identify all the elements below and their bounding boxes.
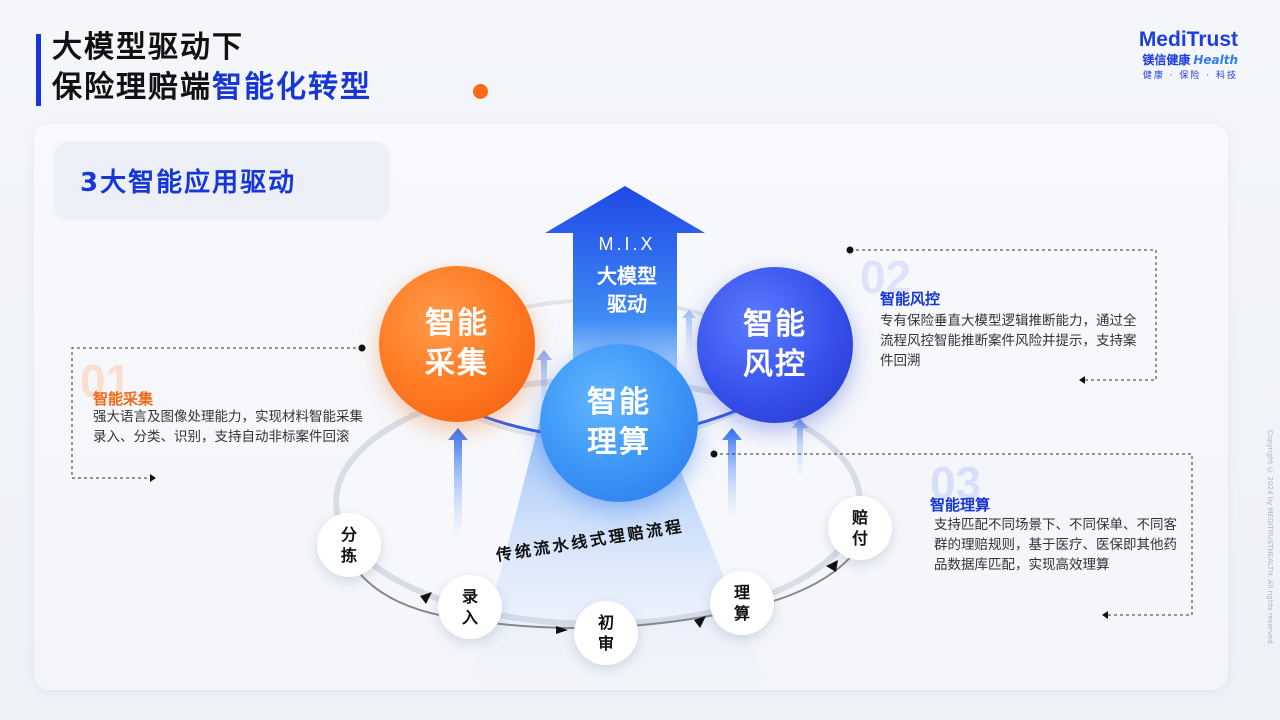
block-03-title: 智能理算 (930, 496, 991, 514)
flow-arrowhead-3 (694, 616, 706, 628)
process-step-entry: 录 入 (438, 575, 502, 639)
connector-02 (850, 249, 1157, 381)
circle-smart-collect: 智能 采集 (379, 266, 535, 422)
step-calc-line2: 算 (733, 604, 750, 623)
connector-01-dot (358, 344, 366, 352)
step-sort-line2: 拣 (340, 546, 357, 565)
title-prefix: 保险理赔端 (52, 70, 212, 105)
collect-line2: 采集 (425, 346, 489, 381)
process-step-review: 初 审 (574, 601, 638, 665)
step-review-line2: 审 (597, 634, 614, 653)
page-title-line2: 保险理赔端智能化转型 (52, 70, 372, 106)
block-01-body: 强大语言及图像处理能力，实现材料智能采集录入、分类、识别，支持自动非标案件回滚 (93, 409, 363, 445)
calc-line1: 智能 (587, 385, 651, 420)
connector-01 (71, 347, 362, 479)
small-arrow-back (682, 310, 696, 360)
process-step-sort: 分 拣 (317, 513, 381, 577)
connector-02-arrow (1079, 376, 1085, 384)
subtitle-box (55, 142, 388, 216)
copyright-notice: Copyright © 2024 by MEDITRUSTHEALTH. All… (1266, 430, 1274, 646)
small-up-arrows (448, 310, 808, 540)
flow-arrowhead-4 (826, 560, 838, 572)
step-pay-line2: 付 (851, 529, 868, 548)
logo-cn-name: 镁信健康 (1142, 53, 1191, 67)
arrow-label-line1: 大模型 (597, 264, 657, 288)
arrow-label: 大模型 驱动 (582, 262, 672, 318)
flow-arrowhead-2 (556, 626, 568, 634)
block-02-body: 专有保险垂直大模型逻辑推断能力，通过全流程风控智能推断案件风险并提示，支持案件回… (880, 313, 1137, 369)
block-01-title: 智能采集 (93, 390, 154, 408)
risk-line2: 风控 (743, 347, 807, 382)
step-review-line1: 初 (597, 613, 614, 632)
block-02-number: 02 (860, 251, 912, 303)
circle-smart-calc: 智能 理算 (540, 344, 698, 502)
connector-03-dot (710, 450, 718, 458)
connector-02-dot (846, 246, 854, 254)
title-dot-icon (473, 84, 488, 99)
logo-brand: MediTrust (1138, 28, 1238, 51)
block-01-number: 01 (80, 355, 132, 407)
small-arrow-mid-right (792, 418, 808, 480)
risk-line1: 智能 (743, 307, 807, 342)
process-step-calc: 理 算 (710, 571, 774, 635)
connector-03 (714, 453, 1193, 616)
small-arrow-right (722, 428, 742, 520)
connector-03-arrow (1102, 611, 1108, 619)
calc-line2: 理算 (587, 425, 651, 460)
section-subtitle: 3大智能应用驱动 (80, 168, 297, 198)
step-calc-line1: 理 (733, 583, 750, 602)
logo-tagline: 健康 · 保险 · 科技 (1142, 71, 1238, 81)
step-entry-line2: 入 (461, 608, 478, 627)
process-step-pay: 赔 付 (828, 496, 892, 560)
arrow-mix-label: M.I.X (598, 234, 656, 254)
logo-en-sub: Health (1193, 53, 1238, 67)
title-accent-bar (36, 34, 41, 106)
step-sort-line1: 分 (340, 525, 357, 544)
flow-arrowhead-1 (420, 592, 432, 604)
central-beam (470, 420, 770, 690)
step-pay-line1: 赔 (851, 508, 868, 527)
page-title-line1: 大模型驱动下 (52, 30, 244, 65)
collect-line1: 智能 (425, 306, 489, 341)
arrow-label-line2: 驱动 (607, 292, 647, 316)
block-03-number: 03 (930, 457, 982, 509)
block-02-title: 智能风控 (880, 290, 941, 308)
circle-smart-risk: 智能 风控 (697, 267, 853, 423)
small-arrow-mid-left (536, 350, 552, 420)
block-03-body: 支持匹配不同场景下、不同保单、不同客群的理赔规则，基于医疗、医保即其他药品数据库… (934, 517, 1177, 573)
connector-01-arrow (150, 474, 156, 482)
title-highlight: 智能化转型 (212, 70, 372, 105)
step-entry-line1: 录 (461, 587, 478, 606)
small-arrow-left (448, 428, 468, 540)
